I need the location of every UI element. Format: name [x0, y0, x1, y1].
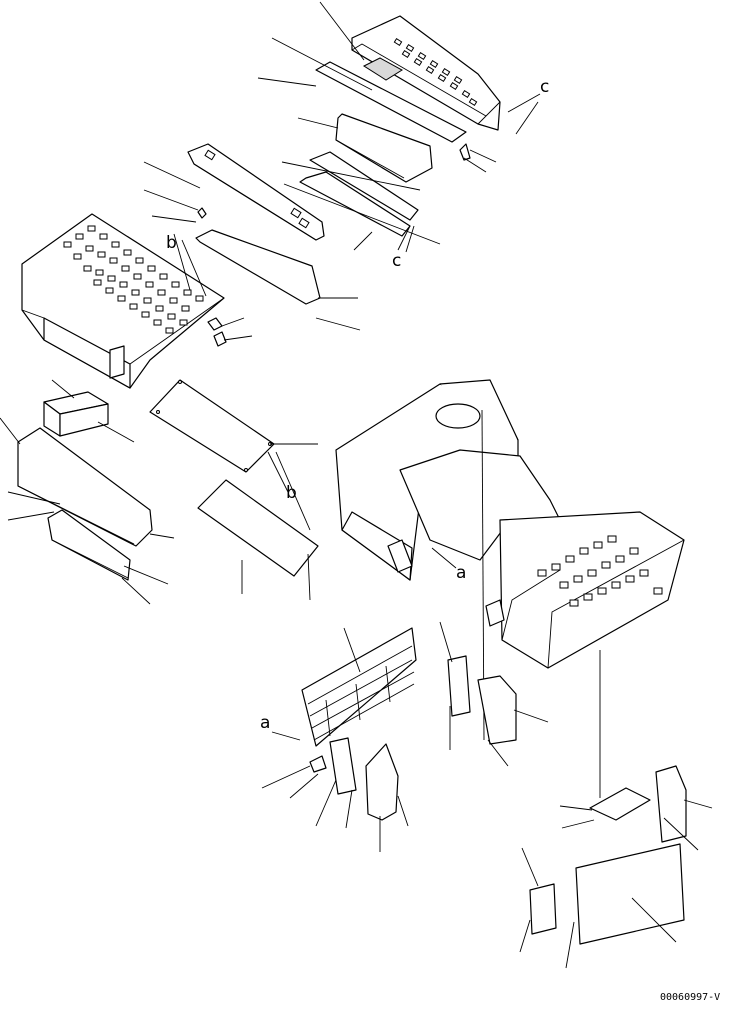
left-grille-hood — [21, 213, 253, 389]
left-lower-panels — [0, 379, 175, 605]
center-flat-panels — [149, 379, 319, 601]
callout-a-frame: a — [260, 713, 270, 733]
callout-b-lower: b — [286, 483, 297, 503]
callout-c-top: c — [540, 77, 549, 97]
callout-c-mid: c — [392, 251, 401, 271]
upper-right-cover-assembly — [257, 1, 541, 183]
small-side-covers — [315, 621, 549, 852]
main-engine-hood-body — [335, 379, 685, 798]
drawing-code: 00060997-V — [660, 992, 720, 1003]
callout-b-top: b — [166, 233, 177, 253]
callout-a-body: a — [456, 563, 466, 583]
bottom-right-covers — [519, 765, 713, 969]
center-rail-assembly — [143, 143, 441, 331]
lower-center-frame — [261, 627, 417, 799]
